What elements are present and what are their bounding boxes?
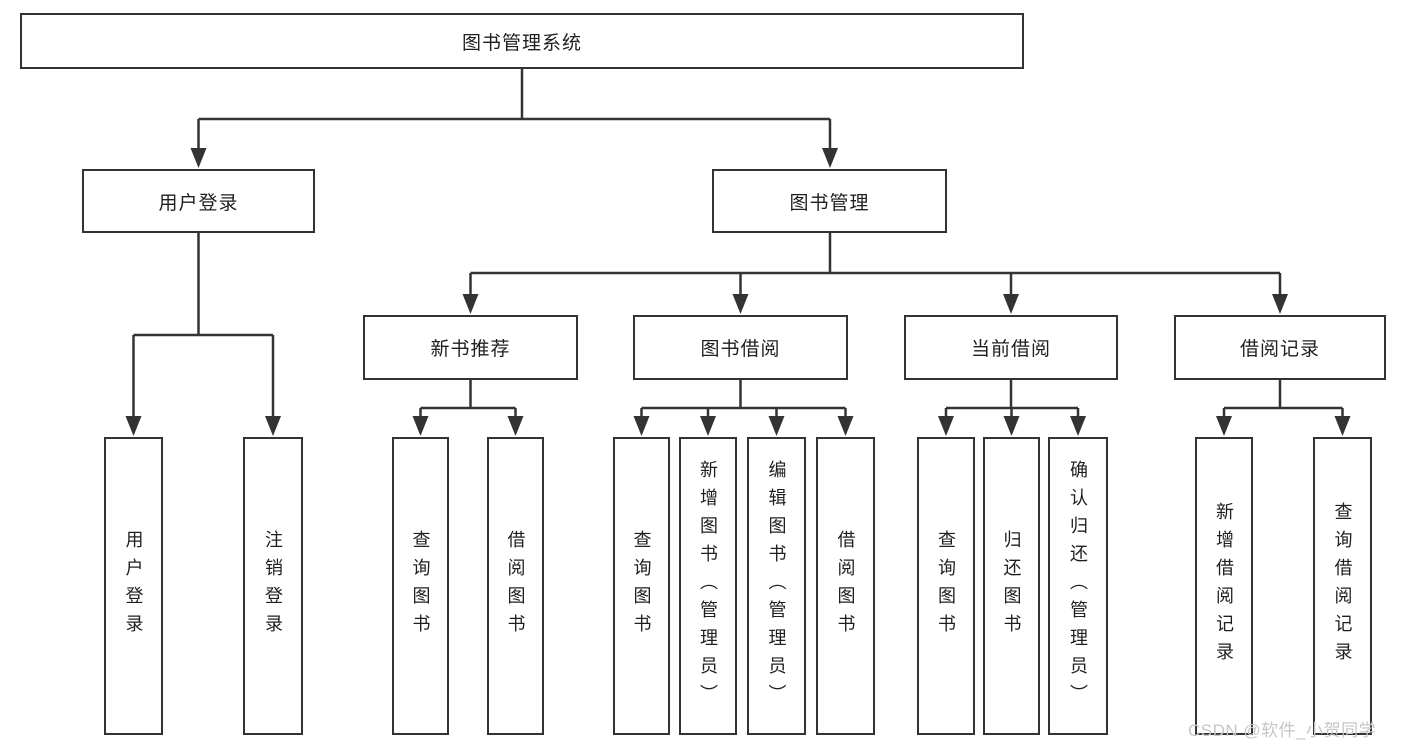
arrowheads xyxy=(125,148,1351,436)
node-book-borrow: 图书借阅 xyxy=(633,315,848,380)
node-leaf-query-book-current: 查询图书 xyxy=(917,437,975,735)
leaf-label: 新增图书（管理员） xyxy=(698,460,718,712)
leaf-label: 注销登录 xyxy=(263,530,283,642)
node-leaf-return-book: 归还图书 xyxy=(983,437,1040,735)
node-leaf-confirm-return-admin: 确认归还（管理员） xyxy=(1048,437,1108,735)
arrow-icon xyxy=(1070,416,1086,436)
connector-user-login-to-leaves xyxy=(132,233,275,419)
connector-root-to-level2 xyxy=(197,69,832,150)
leaf-label: 借阅图书 xyxy=(505,530,526,642)
watermark: CSDN @软件_小贺同学 xyxy=(1188,721,1377,740)
arrow-icon xyxy=(822,148,838,168)
arrow-icon xyxy=(190,148,207,168)
node-book-management: 图书管理 xyxy=(712,169,947,233)
node-leaf-add-book-admin: 新增图书（管理员） xyxy=(679,437,737,735)
leaf-label: 归还图书 xyxy=(1001,530,1022,642)
node-leaf-edit-book-admin: 编辑图书（管理员） xyxy=(747,437,806,735)
arrow-icon xyxy=(125,416,142,436)
node-leaf-add-borrow-record: 新增借阅记录 xyxy=(1195,437,1253,735)
arrow-icon xyxy=(462,294,479,314)
node-leaf-query-borrow-record: 查询借阅记录 xyxy=(1313,437,1372,735)
leaf-label: 借阅图书 xyxy=(835,530,856,642)
arrow-icon xyxy=(1003,294,1019,314)
leaf-label: 新增借阅记录 xyxy=(1214,502,1234,670)
arrow-icon xyxy=(732,294,749,314)
arrow-icon xyxy=(1272,294,1288,314)
connector-record-to-leaves xyxy=(1222,380,1344,419)
node-leaf-query-book-recommend: 查询图书 xyxy=(392,437,449,735)
leaf-label: 用户登录 xyxy=(123,530,144,642)
arrow-icon xyxy=(265,416,281,436)
node-leaf-borrow-book: 借阅图书 xyxy=(816,437,875,735)
node-leaf-query-book-borrow: 查询图书 xyxy=(613,437,670,735)
node-leaf-logout: 注销登录 xyxy=(243,437,303,735)
arrow-icon xyxy=(1216,416,1232,436)
node-new-book-recommend: 新书推荐 xyxy=(363,315,578,380)
node-leaf-user-login: 用户登录 xyxy=(104,437,163,735)
node-current-borrow: 当前借阅 xyxy=(904,315,1118,380)
node-user-login: 用户登录 xyxy=(82,169,315,233)
arrow-icon xyxy=(1003,416,1020,436)
arrow-icon xyxy=(768,416,785,436)
connector-book-mgmt-to-level3 xyxy=(469,233,1282,297)
arrow-icon xyxy=(837,416,854,436)
node-root: 图书管理系统 xyxy=(20,13,1024,69)
connector-bookborrow-to-leaves xyxy=(640,380,847,419)
arrow-icon xyxy=(633,416,650,436)
arrow-icon xyxy=(700,416,716,436)
node-borrow-record: 借阅记录 xyxy=(1174,315,1386,380)
arrow-icon xyxy=(938,416,954,436)
leaf-label: 查询图书 xyxy=(631,530,652,642)
arrow-icon xyxy=(412,416,429,436)
connector-newbook-to-leaves xyxy=(419,380,517,419)
leaf-label: 编辑图书（管理员） xyxy=(766,460,787,712)
arrow-icon xyxy=(507,416,524,436)
leaf-label: 查询图书 xyxy=(410,530,431,642)
leaf-label: 确认归还（管理员） xyxy=(1068,460,1088,712)
connector-currentborrow-to-leaves xyxy=(944,380,1080,419)
node-leaf-borrow-book-recommend: 借阅图书 xyxy=(487,437,544,735)
leaf-label: 查询借阅记录 xyxy=(1332,502,1353,670)
leaf-label: 查询图书 xyxy=(936,530,956,642)
arrow-icon xyxy=(1334,416,1351,436)
